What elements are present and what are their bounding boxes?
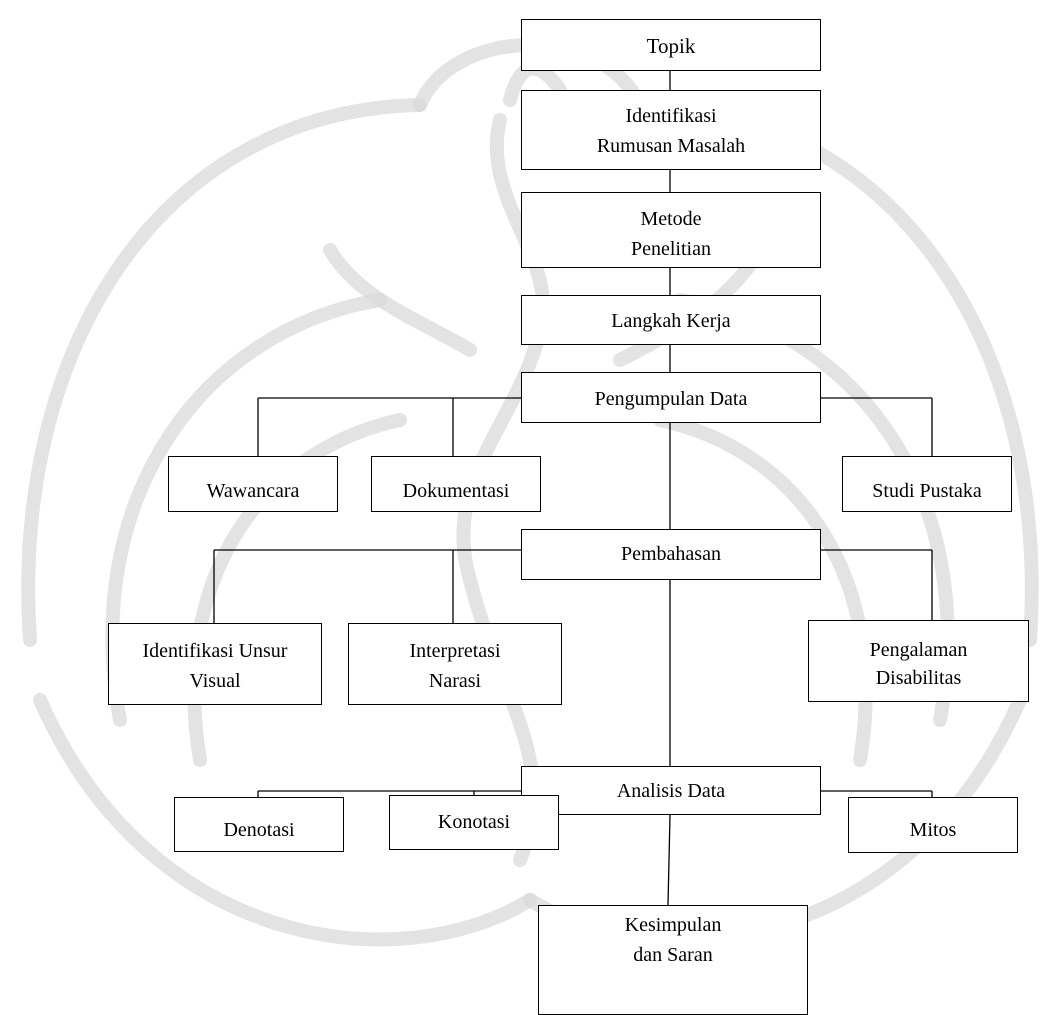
node-label-line-1: Identifikasi [625,105,717,127]
node-label-line-2: Penelitian [631,238,711,260]
node-dokumentasi: Dokumentasi [371,456,541,512]
node-denotasi: Denotasi [174,797,344,852]
node-mitos: Mitos [848,797,1018,853]
node-label-line-1: Kesimpulan [624,914,722,936]
node-label-line-1: Identifikasi Unsur [142,640,288,662]
node-label: Pembahasan [621,543,721,565]
node-identifikasi-unsur-visual: Identifikasi Unsur Visual [108,623,322,705]
node-label: Topik [646,34,696,58]
node-langkah-kerja: Langkah Kerja [521,295,821,345]
node-wawancara: Wawancara [168,456,338,512]
node-kesimpulan-dan-saran: Kesimpulan dan Saran [538,905,808,1015]
node-label: Wawancara [206,480,300,502]
node-label: Denotasi [223,819,295,841]
node-label: Langkah Kerja [611,310,731,332]
node-pengumpulan-data: Pengumpulan Data [521,372,821,423]
node-pembahasan: Pembahasan [521,529,821,580]
node-label-line-2: Visual [189,670,241,692]
node-identifikasi-rumusan-masalah: Identifikasi Rumusan Masalah [521,90,821,170]
connector-analisis-kesimpulan [667,814,671,906]
node-label: Konotasi [437,811,511,833]
node-pengalaman-disabilitas: Pengalaman Disabilitas [808,620,1029,702]
node-metode-penelitian: Metode Penelitian [521,192,821,268]
node-label: Pengumpulan Data [594,388,748,410]
node-label-line-2: Disabilitas [875,667,962,689]
node-label-line-2: dan Saran [633,944,713,966]
node-label-line-1: Metode [640,208,702,230]
node-label: Studi Pustaka [872,480,982,502]
node-topik: Topik [521,19,821,71]
node-label-line-2: Narasi [428,670,482,692]
node-interpretasi-narasi: Interpretasi Narasi [348,623,562,705]
node-studi-pustaka: Studi Pustaka [842,456,1012,512]
node-label: Dokumentasi [402,480,510,502]
node-label: Mitos [909,819,957,841]
node-label-line-1: Interpretasi [409,640,501,662]
node-label-line-2: Rumusan Masalah [596,135,746,157]
node-konotasi: Konotasi [389,795,559,850]
node-label: Analisis Data [616,780,726,802]
node-analisis-data: Analisis Data [521,766,821,815]
node-label-line-1: Pengalaman [869,639,968,661]
